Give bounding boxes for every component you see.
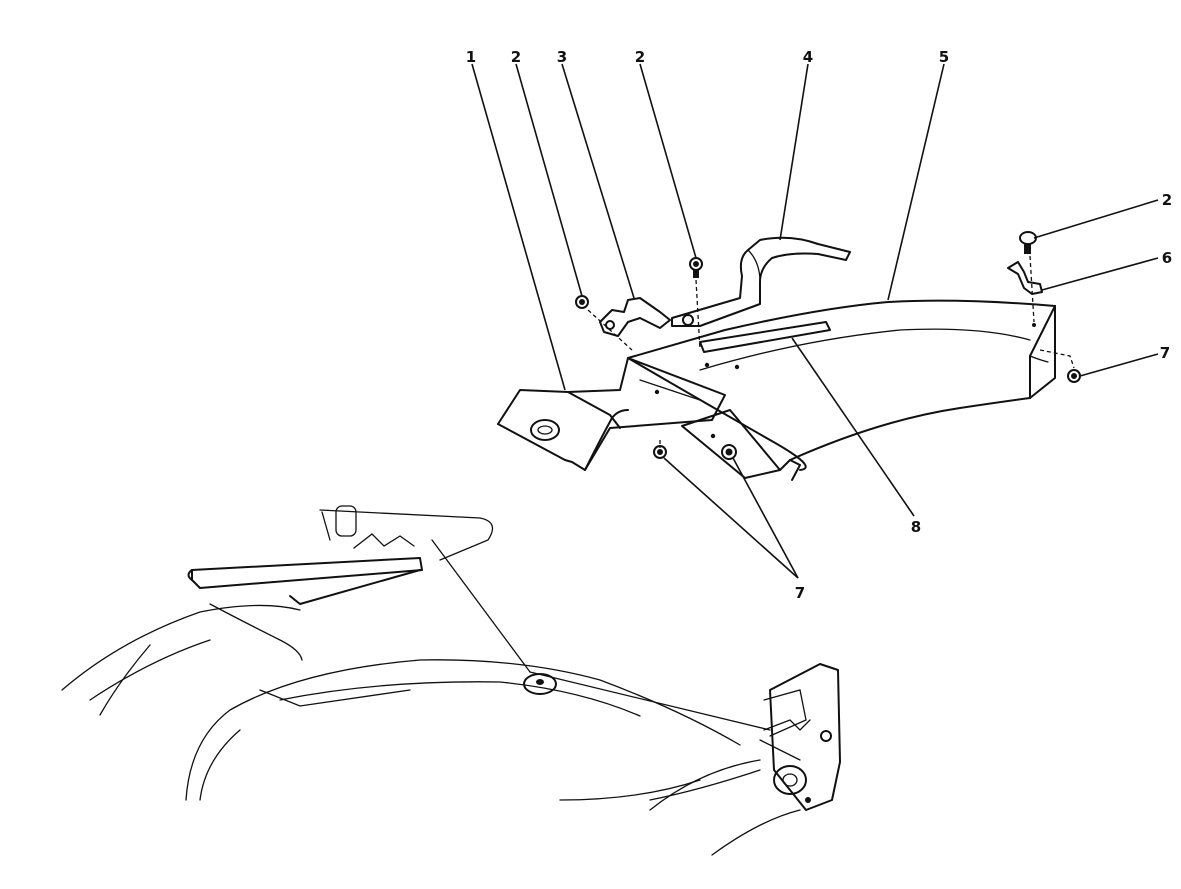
callout-4: 4 (803, 48, 813, 66)
mounting-bracket (497, 357, 801, 481)
callout-7a: 7 (1160, 344, 1170, 362)
screw-right (1019, 231, 1037, 254)
callout-2b: 2 (635, 48, 645, 66)
discharge-chute (627, 299, 1056, 471)
mower-housing (61, 505, 841, 856)
callout-6: 6 (1162, 249, 1172, 267)
nut-right (1067, 369, 1081, 383)
callout-7b: 7 (795, 584, 805, 602)
nut-lower-right (721, 444, 737, 460)
callout-5: 5 (939, 48, 949, 66)
screw-left (575, 295, 589, 309)
nut-lower-left (653, 445, 667, 459)
lever-handle (671, 236, 851, 327)
callout-8: 8 (911, 518, 921, 536)
callout-2a: 2 (511, 48, 521, 66)
strap-clip (599, 297, 671, 337)
callout-labels: 1 2 3 2 4 5 2 6 7 8 7 (466, 48, 1172, 602)
screw-center (689, 257, 703, 278)
callout-2c: 2 (1162, 191, 1172, 209)
callout-3: 3 (557, 48, 567, 66)
leader-lines (471, 63, 1159, 579)
spring-clip (1007, 261, 1043, 295)
callout-1: 1 (466, 48, 476, 66)
